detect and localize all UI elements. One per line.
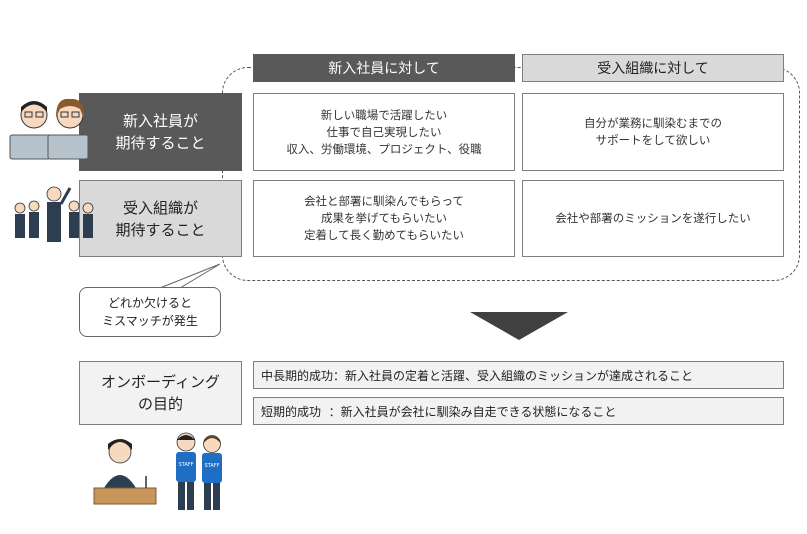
cell-organization-to-newcomer: 会社と部署に馴染んでもらって 成果を挙げてもらいたい 定着して長く勤めてもらいた… <box>253 180 515 257</box>
mismatch-callout: どれか欠けると ミスマッチが発生 <box>79 287 221 337</box>
purpose-long-term: 中長期的成功：新入社員の定着と活躍、受入組織のミッションが達成されること <box>253 361 784 389</box>
cell-newcomer-to-newcomer: 新しい職場で活躍したい 仕事で自己実現したい 収入、労働環境、プロジェクト、役職 <box>253 93 515 171</box>
column-header-newcomer: 新入社員に対して <box>253 54 515 82</box>
purpose-short-term: 短期的成功 ：新入社員が会社に馴染み自走できる状態になること <box>253 397 784 425</box>
cell-newcomer-to-organization: 自分が業務に馴染むまでの サポートをして欲しい <box>522 93 784 171</box>
column-header-organization: 受入組織に対して <box>522 54 784 82</box>
team-illustration <box>14 186 94 242</box>
staff-badge-text-2: STAFF <box>204 463 219 469</box>
row-label-newcomer-expects: 新入社員が 期待すること <box>79 93 242 171</box>
reception-staff-illustration: STAFF STAFF <box>93 432 222 510</box>
row-label-organization-expects: 受入組織が 期待すること <box>79 180 242 257</box>
staff-badge-text-1: STAFF <box>178 462 193 468</box>
down-arrow-icon <box>470 312 568 340</box>
onboarding-purpose-label: オンボーディング の目的 <box>79 361 242 425</box>
newcomers-laptop-illustration <box>9 98 89 160</box>
cell-organization-to-organization: 会社や部署のミッションを遂行したい <box>522 180 784 257</box>
